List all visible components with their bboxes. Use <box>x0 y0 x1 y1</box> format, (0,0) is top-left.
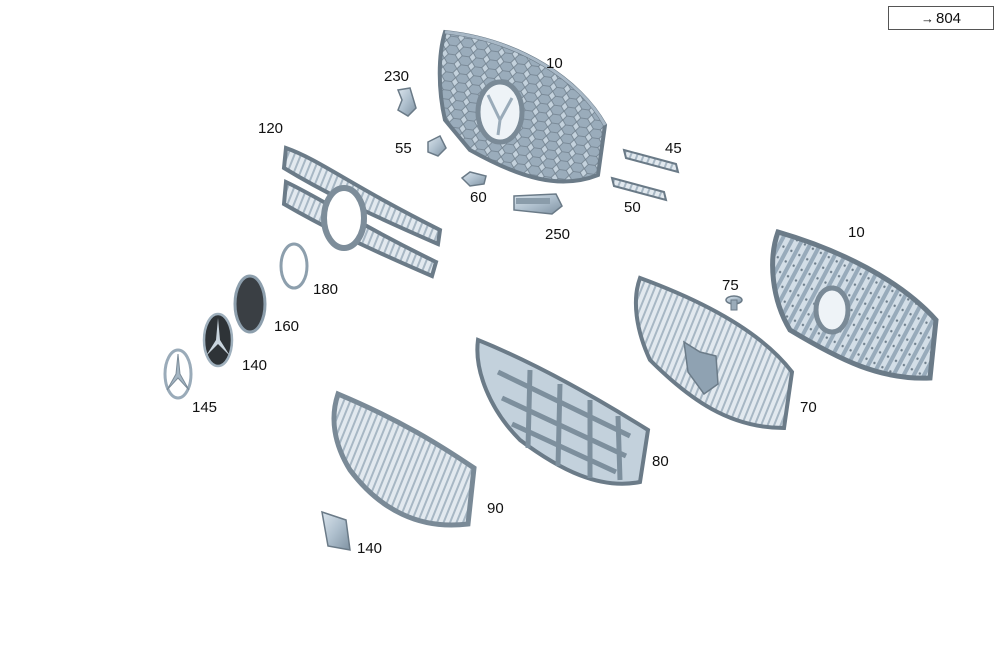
grille-chrome-part-90 <box>331 390 477 528</box>
arrow-right-icon: → <box>920 10 934 26</box>
callout-75: 75 <box>722 277 739 294</box>
badge-disc-part-160 <box>233 274 267 334</box>
callout-55: 55 <box>395 140 412 157</box>
callout-250: 250 <box>545 226 571 243</box>
callout-60: 60 <box>470 189 487 206</box>
callout-230: 230 <box>384 68 410 85</box>
cover-part-250 <box>513 193 563 215</box>
reference-link-box[interactable]: → 804 <box>888 6 994 30</box>
reference-number: 804 <box>935 9 962 27</box>
callout-180: 180 <box>313 281 339 298</box>
trim-strip-part-50 <box>610 176 668 202</box>
callout-80: 80 <box>652 453 669 470</box>
callout-10-slats: 10 <box>848 224 865 241</box>
clip-part-60 <box>460 171 487 187</box>
screw-part-75 <box>725 295 743 311</box>
callout-45: 45 <box>665 140 682 157</box>
grille-fine-part-70 <box>633 275 795 431</box>
callout-140-cover: 140 <box>357 540 383 557</box>
trim-strip-part-45 <box>622 148 680 174</box>
callout-70: 70 <box>800 399 817 416</box>
clip-part-55 <box>427 134 447 157</box>
ring-part-180 <box>279 242 309 290</box>
callout-50: 50 <box>624 199 641 216</box>
carrier-frame-part-80 <box>475 337 651 486</box>
callout-90: 90 <box>487 500 504 517</box>
star-emblem-part-140 <box>202 312 234 368</box>
callout-120: 120 <box>258 120 284 137</box>
callout-145: 145 <box>192 399 218 416</box>
callout-10-mesh: 10 <box>546 55 563 72</box>
star-emblem-part-145 <box>163 348 193 400</box>
callout-160: 160 <box>274 318 300 335</box>
bracket-part-230 <box>396 87 417 117</box>
grille-mesh-part-10 <box>437 29 608 184</box>
grille-frame-part-120 <box>281 145 443 279</box>
callout-140-emblem: 140 <box>242 357 268 374</box>
cover-part-140 <box>321 510 351 551</box>
grille-slats-part-10 <box>770 228 939 381</box>
